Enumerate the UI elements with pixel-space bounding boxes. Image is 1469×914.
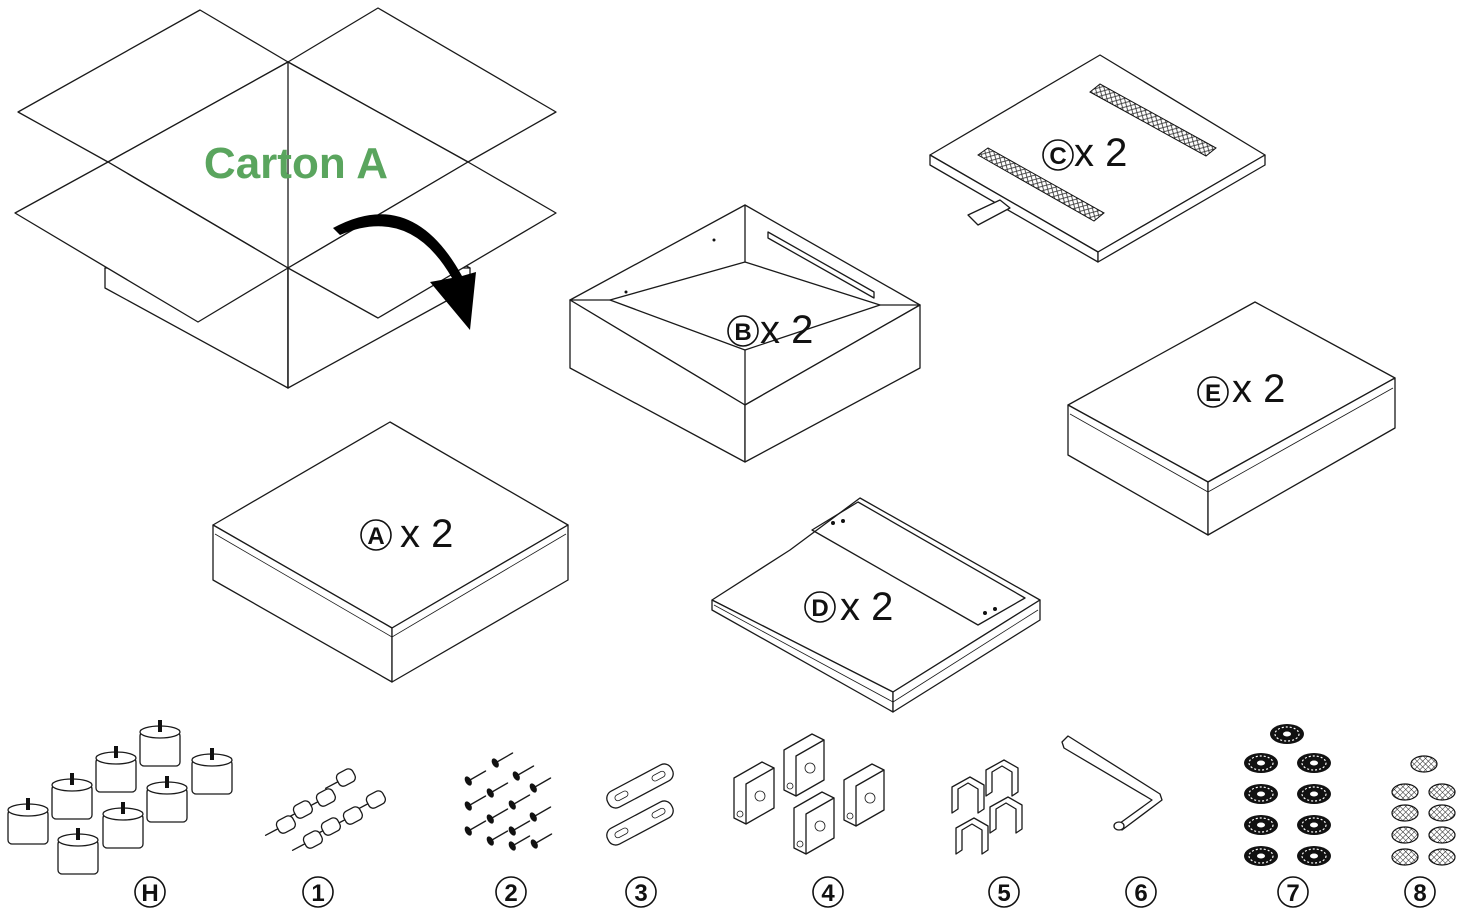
hardware-5-label: 5: [997, 880, 1010, 907]
part-b-label: B x 2: [727, 308, 813, 352]
svg-text:A: A: [367, 523, 384, 550]
part-e-label: E x 2: [1197, 367, 1285, 411]
clip-icon: [951, 759, 1023, 855]
svg-text:x 2: x 2: [400, 512, 453, 556]
part-d-label: D x 2: [804, 585, 893, 629]
bracket-icon: [733, 733, 885, 855]
hardware-8: 8: [1391, 755, 1456, 908]
foot-icon: [7, 720, 233, 875]
part-a-label: A x 2: [360, 512, 453, 556]
carton-a: Carton A: [14, 7, 557, 389]
felt-pad-icon: [1391, 755, 1456, 866]
hardware-1-label: 1: [311, 880, 324, 907]
part-d: D x 2: [711, 497, 1041, 713]
connector-bolt-icon: [264, 768, 387, 851]
part-e: E x 2: [1067, 301, 1396, 536]
svg-text:C: C: [1049, 143, 1066, 170]
hardware-4: 4: [733, 733, 885, 908]
hardware-2-label: 2: [504, 880, 517, 907]
svg-text:x 2: x 2: [1232, 367, 1285, 411]
hardware-5: 5: [951, 759, 1023, 908]
svg-text:E: E: [1205, 380, 1221, 407]
carton-title: Carton A: [204, 139, 388, 188]
part-c: C x 2: [929, 54, 1266, 263]
svg-text:x 2: x 2: [1074, 131, 1127, 175]
allen-key-icon: [1061, 735, 1163, 831]
svg-text:x 2: x 2: [840, 585, 893, 629]
hardware-2: 2: [464, 752, 553, 908]
part-b: B x 2: [569, 204, 921, 463]
svg-text:x 2: x 2: [760, 308, 813, 352]
hardware-1: 1: [264, 768, 387, 908]
svg-text:D: D: [811, 595, 828, 622]
hardware-3: 3: [606, 763, 674, 908]
hardware-3-label: 3: [634, 880, 647, 907]
hardware-7: 7: [1244, 724, 1331, 908]
hardware-6: 6: [1061, 735, 1163, 908]
part-c-label: C x 2: [1042, 131, 1127, 175]
hardware-4-label: 4: [821, 880, 835, 907]
hardware-6-label: 6: [1134, 880, 1147, 907]
screw-icon: [464, 752, 553, 851]
hardware-8-label: 8: [1413, 880, 1426, 907]
hardware-7-label: 7: [1286, 880, 1299, 907]
hardware-h: H: [7, 720, 233, 908]
flat-plate-icon: [606, 763, 674, 846]
rotate-arrow-icon: [333, 214, 476, 330]
hardware-h-label: H: [141, 880, 158, 907]
washer-icon: [1244, 724, 1331, 866]
part-a: A x 2: [212, 421, 569, 683]
svg-text:B: B: [734, 319, 751, 346]
